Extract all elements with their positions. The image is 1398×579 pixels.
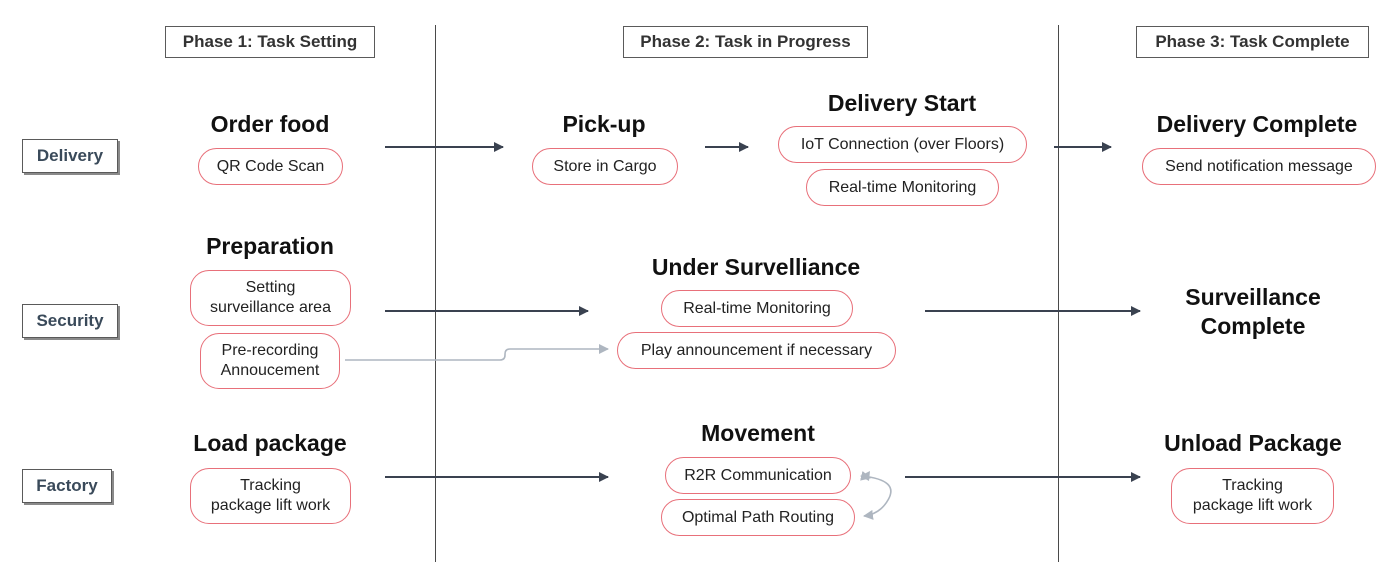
factory-load-title: Load package (193, 430, 347, 456)
factory-r2r-pill: R2R Communication (665, 457, 851, 494)
security-area-pill: Setting surveillance area (190, 270, 351, 326)
delivery-monitoring-pill: Real-time Monitoring (806, 169, 999, 206)
factory-unload-title: Unload Package (1164, 430, 1342, 456)
delivery-order-title: Order food (210, 111, 330, 137)
delivery-pickup-title: Pick-up (562, 111, 646, 137)
security-announcement-pill: Play announcement if necessary (617, 332, 896, 369)
security-complete-title: Surveillance Complete (1185, 284, 1321, 339)
phase-2-header: Phase 2: Task in Progress (623, 26, 868, 58)
factory-load-pill: Tracking package lift work (190, 468, 351, 524)
security-prerecording-pill: Pre-recording Annoucement (200, 333, 340, 389)
factory-movement-title: Movement (701, 420, 815, 446)
arrow-r2r-path-loop (861, 475, 892, 520)
delivery-notification-pill: Send notification message (1142, 148, 1376, 185)
phase-divider-2 (1058, 25, 1059, 562)
phase-3-header: Phase 3: Task Complete (1136, 26, 1369, 58)
delivery-qr-scan-pill: QR Code Scan (198, 148, 343, 185)
delivery-store-cargo-pill: Store in Cargo (532, 148, 678, 185)
arrow-prerecording-to-announcement (345, 344, 609, 361)
row-label-factory: Factory (22, 469, 112, 503)
delivery-complete-title: Delivery Complete (1156, 111, 1358, 137)
delivery-iot-pill: IoT Connection (over Floors) (778, 126, 1027, 163)
row-label-delivery: Delivery (22, 139, 118, 173)
row-label-security: Security (22, 304, 118, 338)
factory-routing-pill: Optimal Path Routing (661, 499, 855, 536)
phase-1-header: Phase 1: Task Setting (165, 26, 375, 58)
security-under-title: Under Survelliance (651, 254, 861, 280)
security-monitoring-pill: Real-time Monitoring (661, 290, 853, 327)
arrowhead-r2r (860, 471, 870, 481)
factory-unload-pill: Tracking package lift work (1171, 468, 1334, 524)
security-preparation-title: Preparation (206, 233, 334, 259)
phase-divider-1 (435, 25, 436, 562)
delivery-start-title: Delivery Start (827, 90, 977, 116)
